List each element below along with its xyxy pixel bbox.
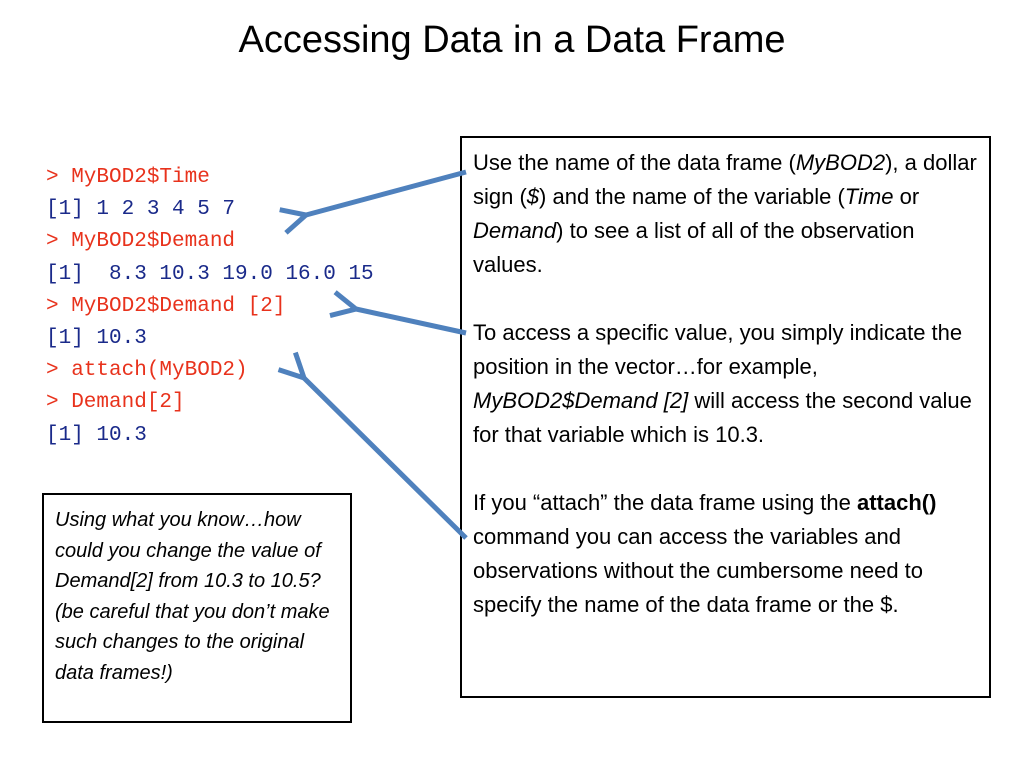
console-line: > MyBOD2$Time bbox=[46, 166, 210, 189]
console-line: > MyBOD2$Demand [2] bbox=[46, 294, 286, 318]
italic-run: MyBOD2$Demand [2] bbox=[473, 388, 689, 413]
bold-run: attach() bbox=[857, 490, 937, 515]
explanation-paragraph-index: To access a specific value, you simply i… bbox=[473, 316, 979, 452]
text-run: ), a dollar sign ( bbox=[473, 150, 977, 209]
text-run: To access a specific value, you simply i… bbox=[473, 320, 963, 379]
question-text: Using what you know…how could you change… bbox=[55, 509, 330, 684]
text-run: or bbox=[893, 184, 920, 209]
text-run: Use the name of the data frame ( bbox=[473, 150, 796, 175]
explanation-box: Use the name of the data frame (MyBOD2),… bbox=[460, 136, 991, 698]
italic-run: Time bbox=[844, 184, 894, 209]
console-line: [1] 1 2 3 4 5 7 bbox=[46, 198, 236, 222]
console-line: [1] 10.3 bbox=[46, 423, 147, 447]
text-run: ) to see a list of all of the observatio… bbox=[473, 218, 915, 277]
text-run: command you can access the variables and… bbox=[473, 524, 924, 617]
explanation-paragraph-dollar-sign: Use the name of the data frame (MyBOD2),… bbox=[473, 146, 979, 282]
console-line: > Demand[2] bbox=[46, 391, 185, 415]
question-box: Using what you know…how could you change… bbox=[42, 493, 352, 723]
console-line: [1] 10.3 bbox=[46, 326, 147, 350]
slide-title: Accessing Data in a Data Frame bbox=[238, 19, 786, 61]
console-line: [1] 8.3 10.3 19.0 16.0 15 bbox=[46, 262, 374, 286]
r-console-output: > MyBOD2$Time [1] 1 2 3 4 5 7 > MyBOD2$D… bbox=[46, 162, 460, 452]
italic-run: $ bbox=[526, 184, 540, 209]
text-run: ) and the name of the variable ( bbox=[539, 184, 845, 209]
explanation-paragraph-attach: If you “attach” the data frame using the… bbox=[473, 486, 979, 622]
italic-run: MyBOD2 bbox=[795, 150, 886, 175]
text-run: If you “attach” the data frame using the bbox=[473, 490, 857, 515]
text-run: will access the second value for that va… bbox=[473, 388, 972, 447]
console-line: > attach(MyBOD2) bbox=[46, 359, 248, 383]
console-line: > MyBOD2$Demand bbox=[46, 230, 236, 254]
italic-run: Demand bbox=[473, 218, 557, 243]
